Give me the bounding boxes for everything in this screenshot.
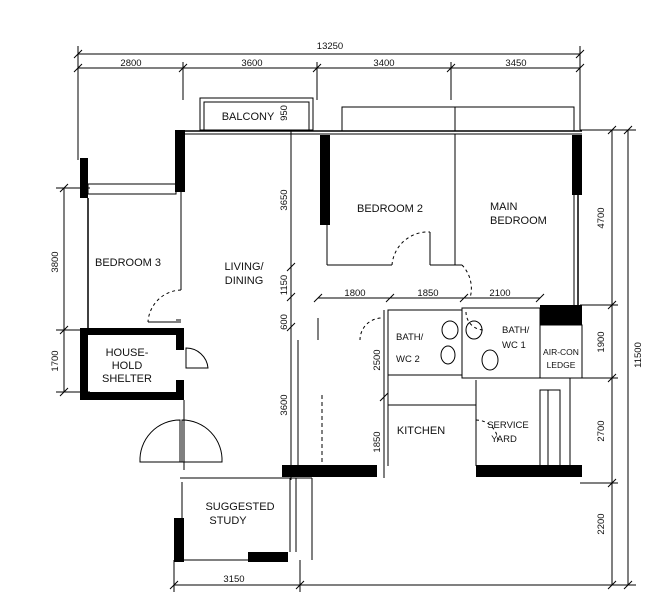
dim-living-mid: 1150 — [279, 275, 290, 295]
label-aircon-1: AIR-CON — [543, 347, 579, 357]
dim-top-3: 3400 — [373, 58, 394, 69]
label-balcony: BALCONY — [222, 111, 275, 123]
dim-right-4: 2200 — [596, 513, 607, 534]
dim-left-1: 3800 — [50, 251, 61, 272]
dim-top-1: 2800 — [120, 58, 141, 69]
label-bath-wc2-1: BATH/ — [396, 332, 424, 343]
dim-bath-depth: 2500 — [372, 349, 383, 370]
label-aircon-2: LEDGE — [547, 360, 576, 370]
label-main-bedroom-1: MAIN — [490, 201, 518, 213]
dim-living-upper: 3650 — [279, 189, 290, 210]
label-living-1: LIVING/ — [224, 261, 264, 273]
label-bath-wc1-1: BATH/ — [502, 325, 530, 336]
dim-living-lower-b: 3600 — [279, 394, 290, 415]
dim-top-4: 3450 — [505, 58, 526, 69]
label-bedroom-3: BEDROOM 3 — [95, 257, 161, 269]
dim-right-2: 1900 — [596, 331, 607, 352]
dim-row-2: 1850 — [417, 288, 438, 299]
dim-right-1: 4700 — [596, 207, 607, 228]
label-kitchen: KITCHEN — [397, 425, 445, 437]
label-service-yard-2: YARD — [491, 434, 517, 445]
interior-dimensions: 950 3650 1150 600 3600 1800 1850 2100 25… — [279, 105, 545, 480]
dim-top-2: 3600 — [241, 58, 262, 69]
dim-overall-width: 13250 — [317, 41, 343, 52]
dim-living-lower-a: 600 — [279, 314, 290, 330]
dim-left-2: 1700 — [50, 350, 61, 371]
label-shelter-3: SHELTER — [102, 373, 152, 385]
room-labels: BALCONY BEDROOM 2 MAIN BEDROOM BEDROOM 3… — [95, 111, 579, 527]
label-living-2: DINING — [225, 275, 264, 287]
top-dimensions: 13250 2800 3600 3400 3450 — [73, 41, 585, 160]
dim-study-width: 3150 — [223, 574, 244, 585]
dim-right-3: 2700 — [596, 420, 607, 441]
dim-row-3: 2100 — [489, 288, 510, 299]
label-shelter-1: HOUSE- — [106, 347, 149, 359]
bottom-dimensions: 3150 — [169, 560, 305, 592]
wash-basin-icon — [441, 320, 459, 340]
label-study-1: SUGGESTED — [205, 501, 274, 513]
wash-basin-icon — [465, 320, 483, 340]
dim-row-1: 1800 — [344, 288, 365, 299]
label-bath-wc2-2: WC 2 — [396, 354, 420, 365]
label-service-yard-1: SERVICE — [487, 420, 529, 431]
label-shelter-2: HOLD — [112, 360, 143, 372]
label-bath-wc1-2: WC 1 — [502, 340, 526, 351]
partitions — [87, 97, 583, 561]
fixtures — [440, 320, 499, 371]
label-main-bedroom-2: BEDROOM — [490, 215, 547, 227]
dim-overall-height: 11500 — [633, 342, 644, 368]
label-bedroom-2: BEDROOM 2 — [357, 203, 423, 215]
dim-balcony-depth: 950 — [279, 105, 290, 121]
label-study-2: STUDY — [209, 515, 247, 527]
toilet-icon — [481, 349, 499, 371]
doors — [139, 231, 499, 463]
walls — [80, 130, 582, 562]
dim-kitchen-depth: 1850 — [372, 431, 383, 452]
toilet-icon — [440, 345, 456, 365]
right-dimensions: 4700 1900 2700 2200 11500 — [300, 125, 644, 590]
